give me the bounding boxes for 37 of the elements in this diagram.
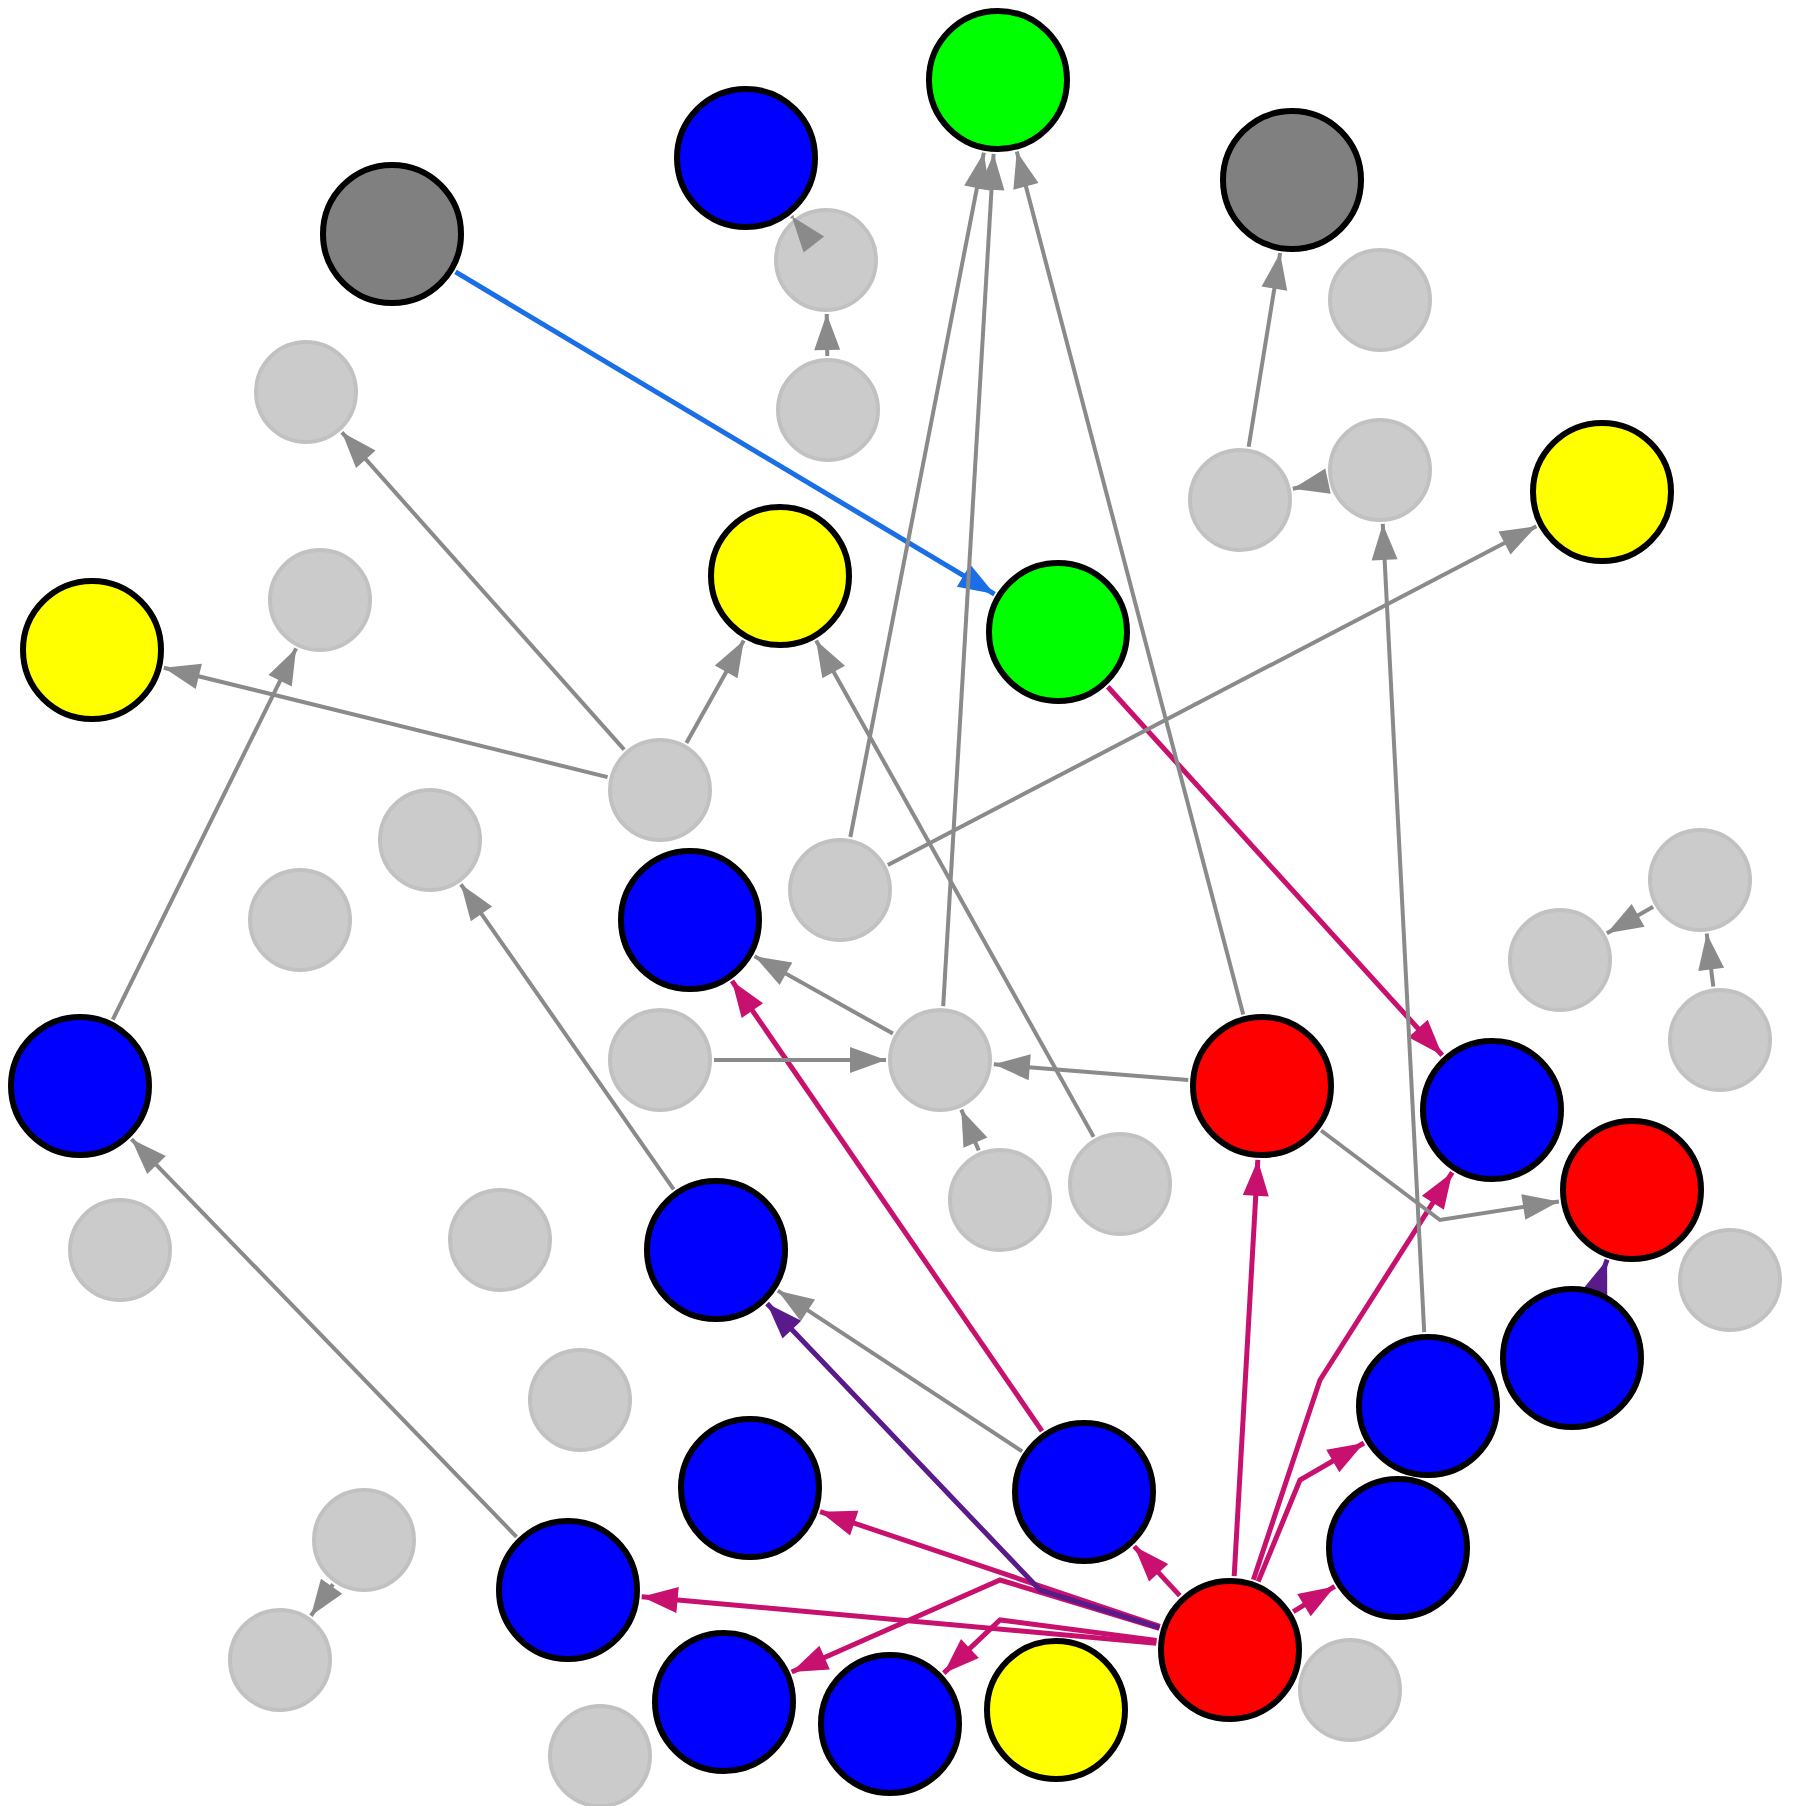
edge-arrow — [790, 215, 825, 253]
edge-arrow — [729, 979, 1045, 1433]
edge-arrow — [776, 1289, 1024, 1453]
edge-arrow — [309, 1578, 343, 1617]
edge-arrow — [1371, 523, 1427, 1333]
edge-arrow — [1319, 1128, 1560, 1223]
edge-arrow — [163, 663, 609, 780]
edge-arrow — [1605, 904, 1655, 935]
edge-arrow — [454, 269, 996, 597]
edge-arrow — [814, 639, 1096, 1138]
edge-arrow — [1698, 933, 1725, 987]
edge-arrow — [1251, 1171, 1455, 1581]
edge-arrow — [459, 883, 676, 1191]
edge-arrow — [1246, 252, 1288, 448]
edge-arrow — [765, 1301, 1161, 1631]
edge-arrow — [886, 524, 1538, 867]
edge-arrow — [848, 152, 990, 838]
edge-arrow — [641, 1587, 1157, 1646]
edge-arrow — [714, 1047, 886, 1073]
edge-arrow — [1231, 1159, 1269, 1577]
edge-arrow — [1105, 685, 1445, 1057]
edge-arrow — [1013, 151, 1246, 1015]
edge-arrow — [819, 1509, 1161, 1629]
edge-arrow — [130, 1137, 518, 1539]
edge-arrow — [993, 1054, 1189, 1083]
edge-arrow — [1582, 1258, 1610, 1298]
edge-arrow — [941, 153, 1005, 1007]
edge-arrow — [753, 954, 894, 1036]
edge-arrow — [1132, 1544, 1182, 1598]
edge-arrow — [942, 1617, 1157, 1675]
edge-arrow — [1291, 1584, 1337, 1617]
edge-arrow — [814, 313, 841, 357]
edge-arrow — [340, 431, 626, 751]
edge-arrow — [959, 1108, 988, 1152]
edge-arrow — [1292, 468, 1331, 494]
edge-arrow — [1255, 1440, 1366, 1583]
edge-arrow — [684, 639, 746, 744]
